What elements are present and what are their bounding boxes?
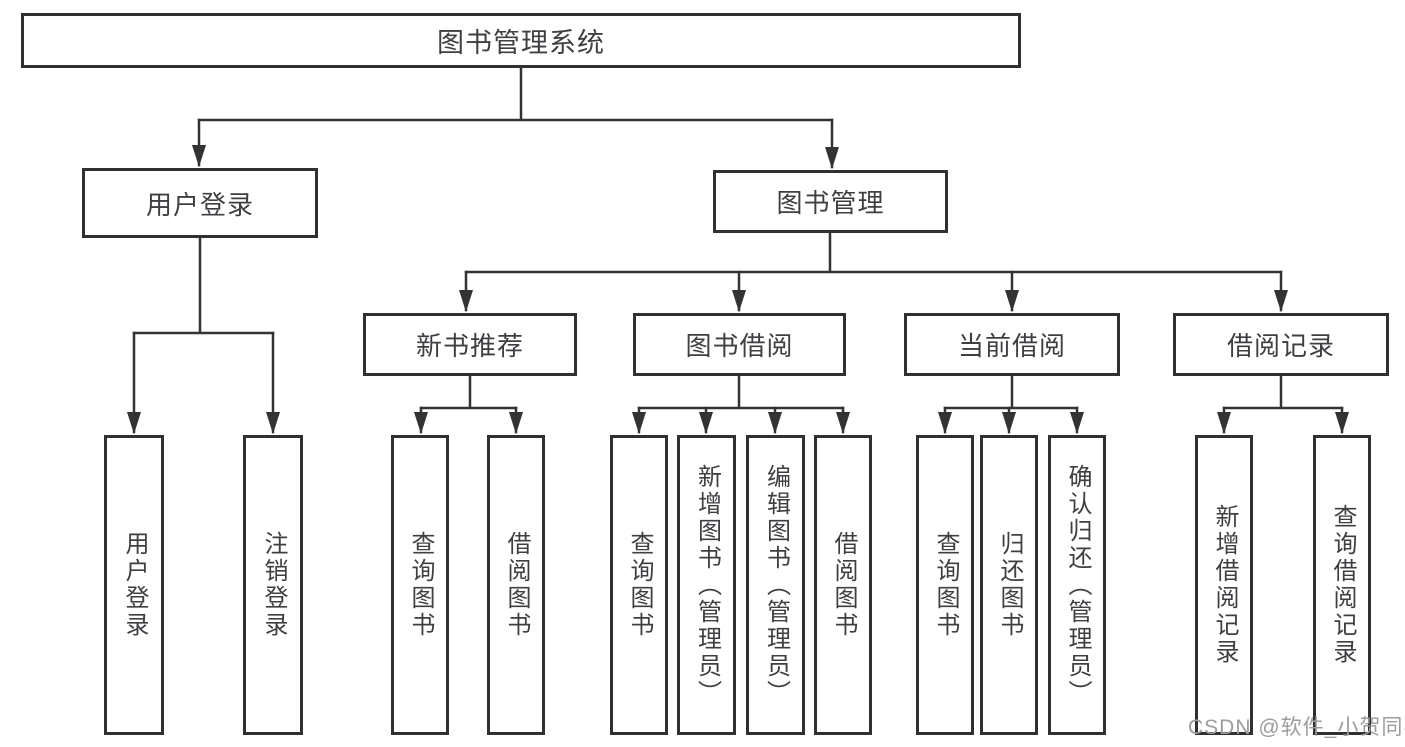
- node-book-borrowing: 图书借阅: [633, 313, 846, 376]
- node-query-borrow-record: 查询借阅记录: [1313, 435, 1371, 735]
- node-borrowing-records: 借阅记录: [1173, 313, 1389, 376]
- node-query-books-current: 查询图书: [916, 435, 974, 735]
- node-new-book-recommendation: 新书推荐: [363, 313, 577, 376]
- node-query-books-recommend: 查询图书: [391, 435, 449, 735]
- node-logout: 注销登录: [243, 435, 303, 735]
- node-current-borrowing: 当前借阅: [904, 313, 1120, 376]
- node-add-book-admin: 新增图书（管理员）: [677, 435, 736, 735]
- csdn-watermark: CSDN @软件_小贺同学: [1188, 716, 1405, 739]
- node-library-management-system: 图书管理系统: [21, 13, 1021, 68]
- node-query-books-borrowing: 查询图书: [610, 435, 668, 735]
- node-borrow-books-recommend: 借阅图书: [487, 435, 545, 735]
- node-return-books: 归还图书: [980, 435, 1038, 735]
- node-user-login: 用户登录: [104, 435, 164, 735]
- node-user-login-module: 用户登录: [82, 168, 318, 238]
- node-confirm-return-admin: 确认归还（管理员）: [1048, 435, 1106, 735]
- node-book-management-module: 图书管理: [713, 170, 948, 233]
- node-edit-book-admin: 编辑图书（管理员）: [746, 435, 805, 735]
- node-add-borrow-record: 新增借阅记录: [1195, 435, 1253, 735]
- node-borrow-books: 借阅图书: [814, 435, 872, 735]
